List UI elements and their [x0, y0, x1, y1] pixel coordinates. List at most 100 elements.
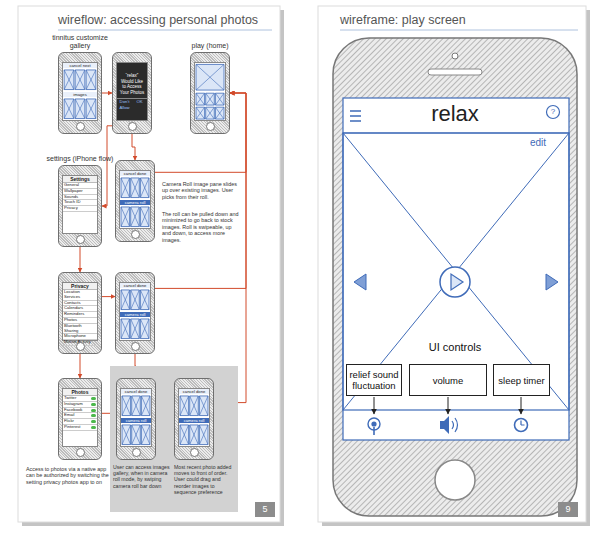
thumb-frame	[140, 318, 149, 338]
thumb-frame	[190, 424, 199, 444]
thumbnail-grid	[63, 97, 97, 121]
thumb-cross	[190, 424, 199, 444]
thumb-cross	[180, 424, 189, 444]
screen-text: Settings	[63, 176, 97, 183]
thumb-cross	[196, 107, 205, 119]
thumb-cross	[121, 178, 130, 198]
phone-heading-group: settings (iPhone flow)	[45, 155, 115, 163]
thumb-frame	[196, 93, 205, 105]
next-arrow	[546, 274, 558, 290]
phone-mockup: “relax” Would Like to Access Your Photos…	[112, 52, 152, 134]
thumb-frame	[121, 178, 130, 198]
thumb-cross	[131, 206, 140, 226]
dialog-button: Don’t Allow	[117, 99, 132, 111]
help-glyph: ?	[547, 107, 559, 117]
thumbnail-grid	[121, 423, 151, 447]
screen-text: Photos	[63, 389, 97, 396]
thumb-cross	[140, 318, 149, 338]
phone-screen: PrivacyLocation ServicesContactsCalendar…	[62, 282, 98, 341]
flow-arrow	[214, 93, 246, 403]
image-placeholder	[343, 133, 569, 410]
thumb-frame	[215, 107, 224, 119]
thumbnail-grid	[179, 423, 209, 447]
thumb-cross	[121, 206, 130, 226]
phone-mockup: cancel donecamera roll	[174, 378, 214, 460]
phone-mockup: cancel donecamera roll	[116, 378, 156, 460]
phone-screen: cancel donecamera roll	[178, 388, 210, 447]
flow-arrow	[80, 354, 81, 378]
thumbnail-grid	[120, 317, 150, 341]
annotation-note: Access to photos via a native app can be…	[26, 466, 114, 485]
phone-screen: PhotosTwitterInstagramFacebookEmailFlick…	[62, 388, 98, 447]
control-label: volume	[433, 375, 464, 386]
thumb-cross	[215, 93, 224, 105]
app-title: relax	[395, 101, 515, 127]
phone-screen: cancel donecamera roll	[119, 170, 151, 229]
thumb-cross	[180, 396, 189, 416]
thumb-frame	[140, 178, 149, 198]
screen-text: Motion Activity	[63, 340, 97, 346]
phone-camera	[452, 53, 458, 59]
thumbnail-grid	[195, 92, 225, 106]
phone-screen: SettingsGeneralWallpaperSoundsTouch IDPr…	[62, 175, 98, 234]
thumb-cross	[131, 290, 140, 310]
thumb-frame	[121, 290, 130, 310]
thumb-cross	[199, 396, 208, 416]
screen-text: cancel done	[179, 389, 209, 394]
volume-icon	[440, 416, 449, 434]
thumb-frame	[131, 318, 140, 338]
screen-text: cancel next	[63, 63, 97, 68]
thumb-cross	[121, 318, 130, 338]
screen-text: “relax” Would Like to Access Your Photos	[117, 72, 147, 98]
thumb-cross	[206, 93, 215, 105]
phone-mockup: cancel donecamera roll	[115, 272, 155, 354]
thumb-frame	[141, 424, 150, 444]
thumb-frame	[206, 107, 215, 119]
thumb-frame	[86, 98, 96, 118]
annotation-note: User can access images gallery, when in …	[113, 464, 171, 489]
menu-icon	[350, 111, 361, 121]
thumb-frame	[121, 206, 130, 226]
thumb-cross	[199, 424, 208, 444]
phone-mockup: PhotosTwitterInstagramFacebookEmailFlick…	[58, 378, 102, 460]
highlight-band: User can access images gallery, when in …	[110, 366, 238, 512]
phone-mockup: settings (iPhone flow)SettingsGeneralWal…	[58, 165, 102, 247]
thumb-cross	[190, 396, 199, 416]
thumb-frame	[64, 98, 74, 118]
thumb-frame	[75, 98, 85, 118]
timer-icon	[515, 419, 528, 432]
leader-line	[374, 397, 375, 414]
phone-mockup: play (home)	[190, 52, 230, 134]
phone-heading: tinnitus customize gallery	[45, 34, 115, 50]
phone-screen	[343, 98, 569, 440]
phone-body	[333, 38, 577, 516]
thumb-cross	[140, 206, 149, 226]
thumb-frame	[190, 396, 199, 416]
screen-text: Location Services	[63, 290, 97, 301]
phone-heading-group: tinnitus customize gallery	[45, 34, 115, 50]
thumb-frame	[140, 206, 149, 226]
play-button	[440, 267, 470, 297]
volume-icon	[452, 418, 458, 432]
thumb-frame	[131, 206, 140, 226]
thumb-cross	[141, 424, 150, 444]
screen-text: camera roll	[120, 200, 150, 205]
page-shadow	[322, 10, 590, 526]
thumb-frame	[196, 107, 205, 119]
screen-text: cancel done	[120, 283, 150, 288]
thumbnail-grid	[121, 394, 151, 418]
prev-arrow	[354, 274, 366, 290]
thumb-cross	[122, 424, 131, 444]
image-cross	[343, 133, 569, 410]
thumb-frame	[86, 70, 96, 90]
control-label: relief sound fluctuation	[349, 369, 399, 391]
phone-mockup: cancel donecamera roll	[115, 160, 155, 242]
screen-text: Privacy	[63, 283, 97, 290]
screen-text: Pinterest	[63, 425, 97, 431]
flow-arrow	[102, 126, 112, 206]
phone-heading-group: play (home)	[177, 42, 243, 50]
relief-icon	[371, 421, 376, 426]
play-triangle	[451, 274, 463, 290]
screen-text: Bluetooth Sharing	[63, 324, 97, 335]
